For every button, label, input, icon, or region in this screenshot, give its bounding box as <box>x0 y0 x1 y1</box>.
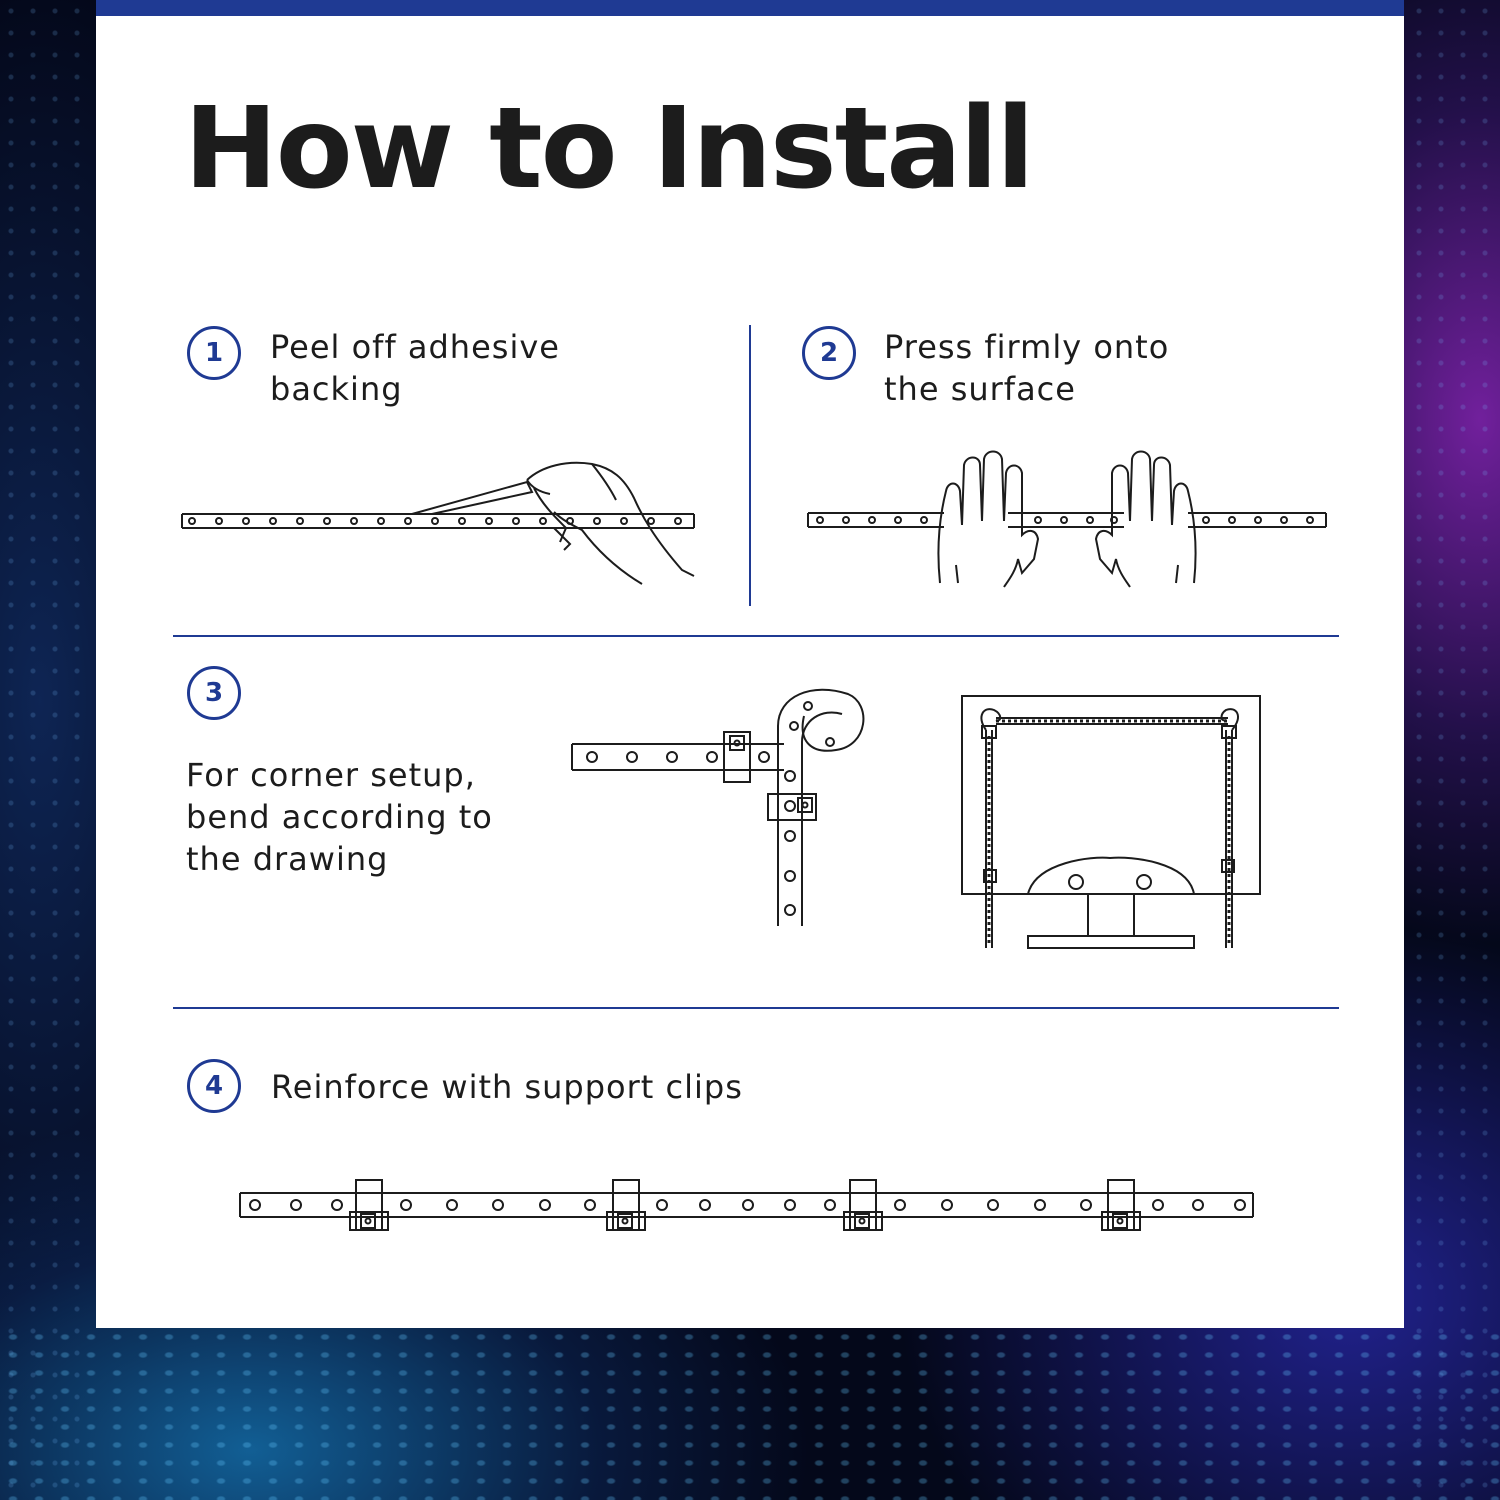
step-1-text: Peel off adhesive backing <box>270 328 560 408</box>
step-1-peel-illustration <box>182 458 702 588</box>
step-3-corner-bend-illustration <box>572 686 872 930</box>
step-1-number-badge: 1 <box>187 326 241 380</box>
section-divider-2 <box>173 1007 1339 1009</box>
step-2-number-badge: 2 <box>802 326 856 380</box>
step-3-text: For corner setup, bend according to the … <box>186 756 493 878</box>
step-2-text: Press firmly onto the surface <box>884 328 1170 408</box>
step-4-number-badge: 4 <box>187 1059 241 1113</box>
instruction-panel: How to Install 1 Peel off adhesive backi… <box>96 0 1404 1328</box>
step-2-press-illustration <box>808 455 1328 590</box>
top-accent-bar <box>96 0 1404 16</box>
step-3-number-badge: 3 <box>187 666 241 720</box>
section-divider-1 <box>173 635 1339 637</box>
page-title: How to Install <box>184 84 1035 214</box>
step-3-monitor-illustration <box>962 696 1262 952</box>
column-divider <box>749 325 751 606</box>
background-bokeh <box>0 1328 1500 1500</box>
step-4-support-clips-illustration <box>240 1178 1255 1236</box>
step-4-text: Reinforce with support clips <box>271 1068 743 1106</box>
